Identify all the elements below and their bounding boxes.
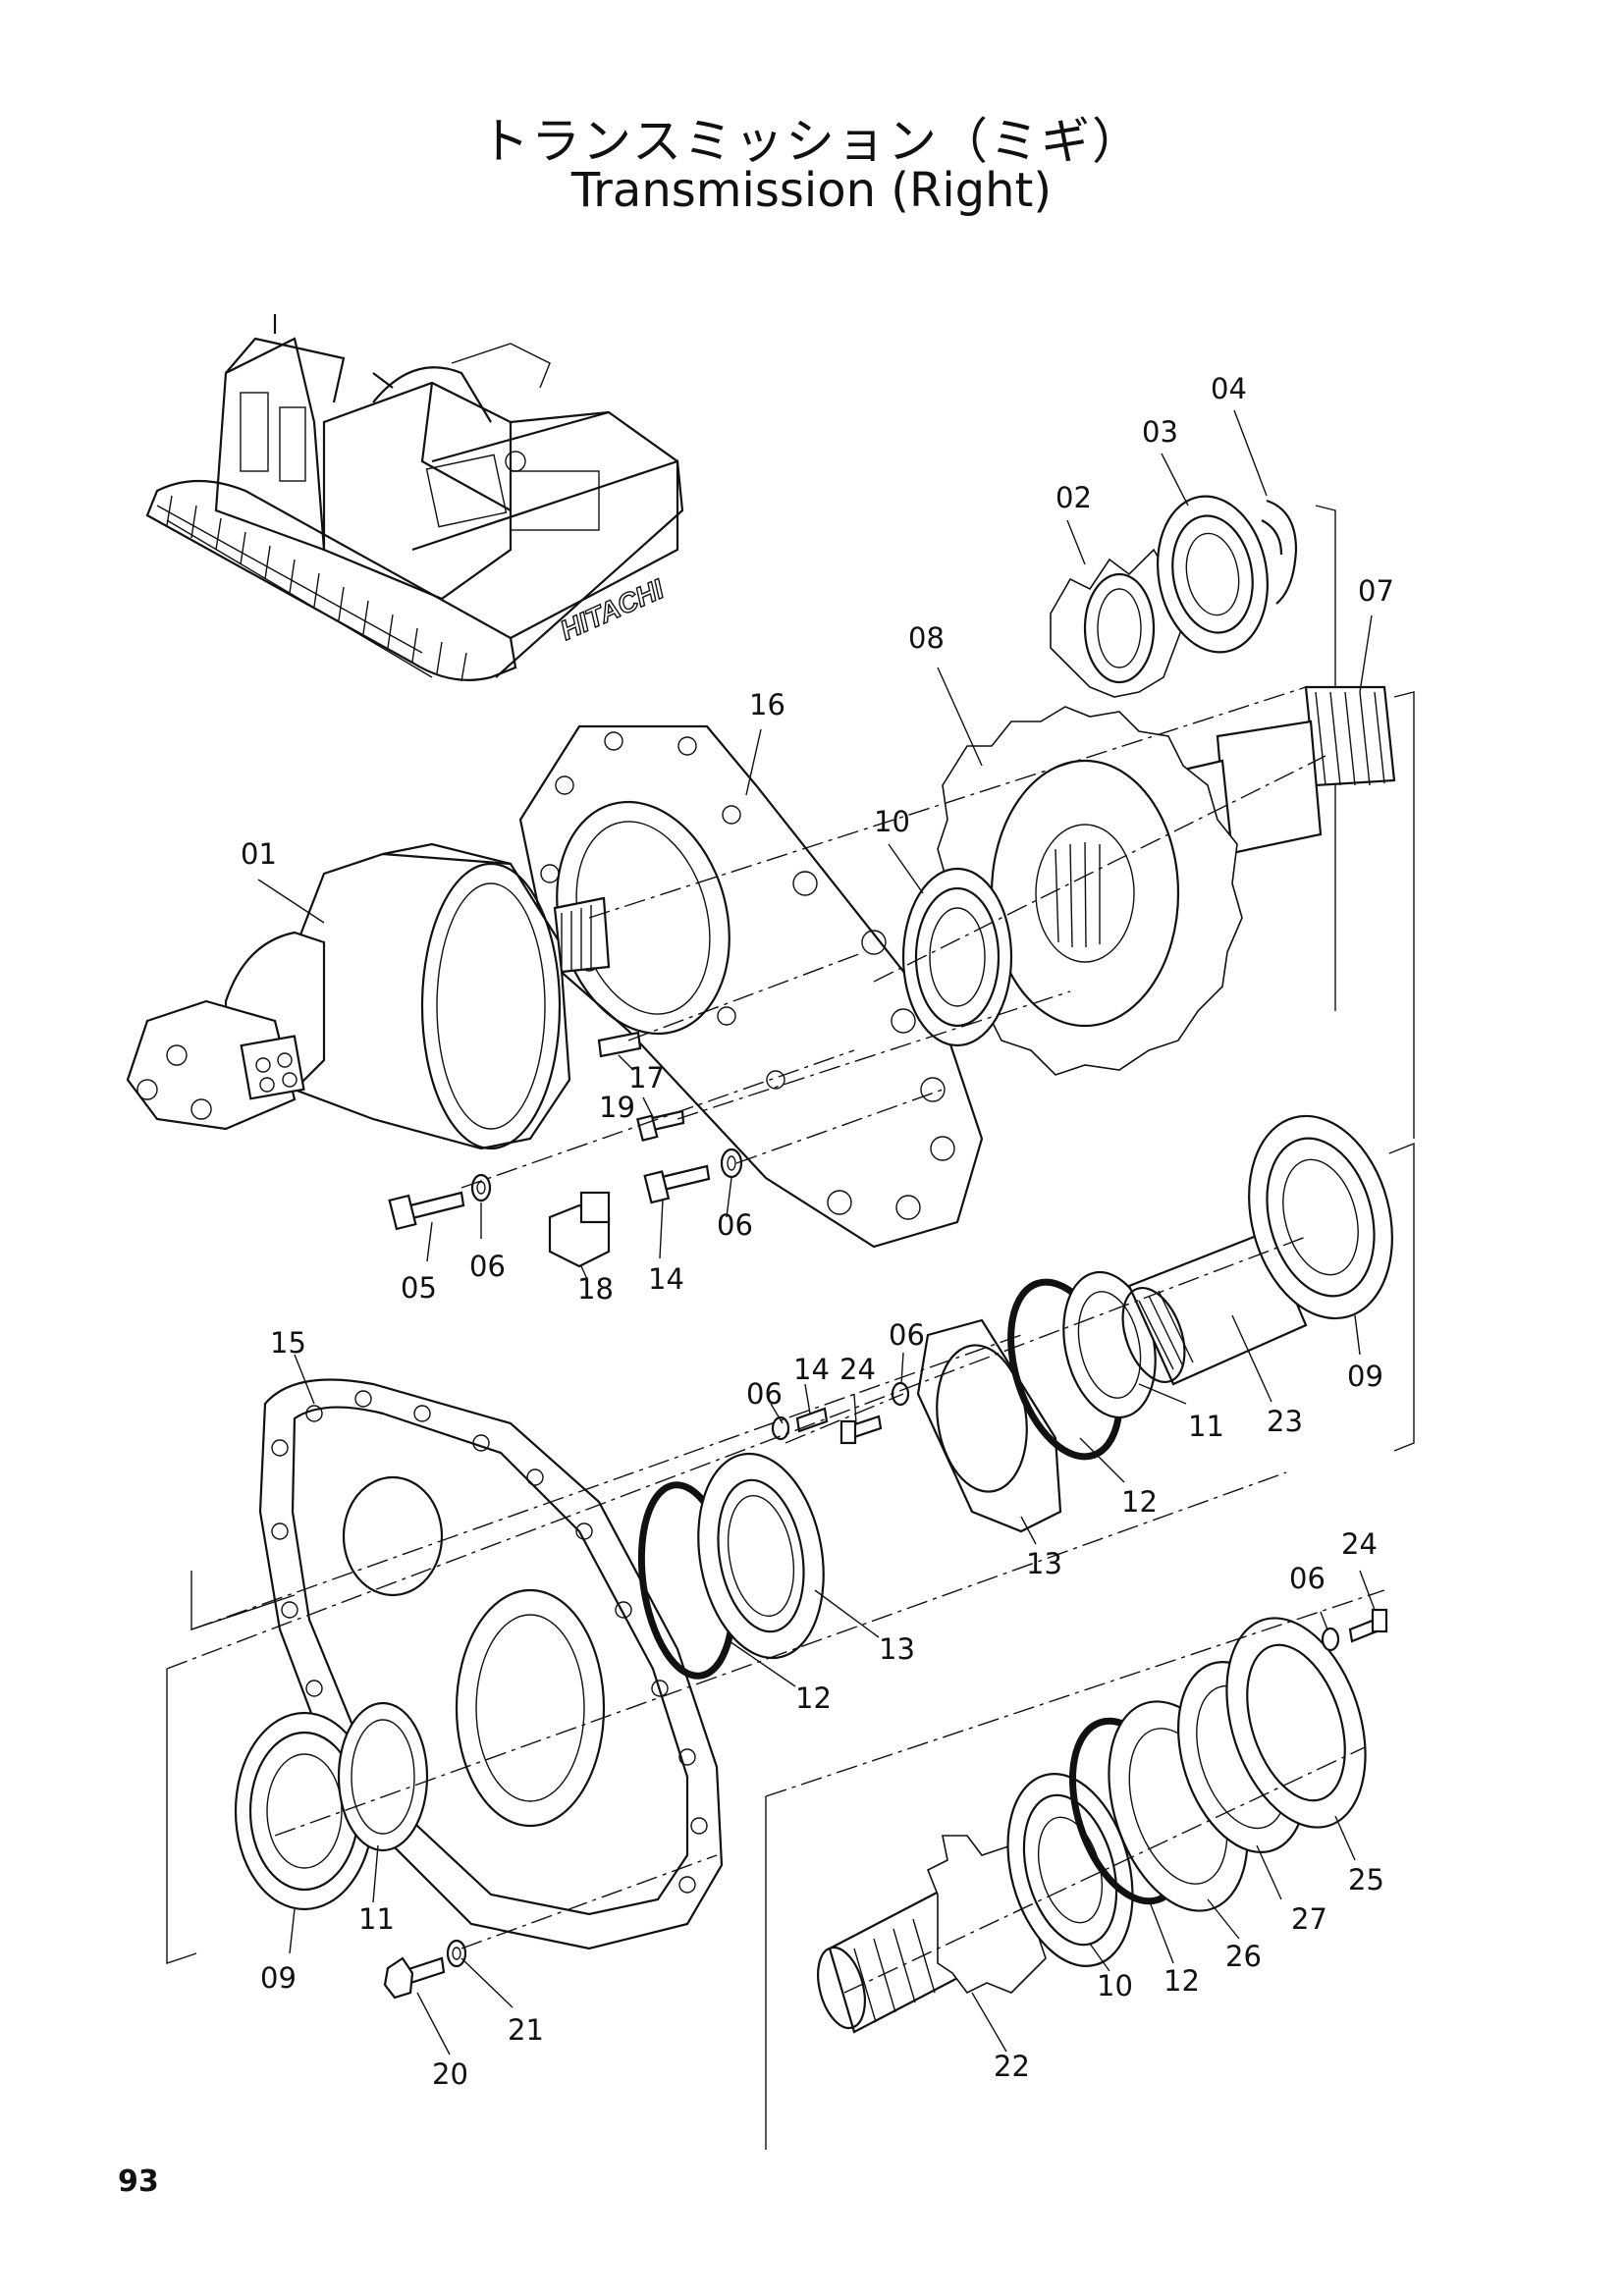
label-03: 03 — [1142, 415, 1178, 449]
label-06-a: 06 — [469, 1250, 506, 1283]
label-09-lower: 09 — [260, 1961, 297, 1995]
label-25: 25 — [1348, 1863, 1384, 1896]
center-lines — [166, 686, 1385, 1994]
excavator-illustration: HITACHI — [145, 314, 684, 682]
label-15: 15 — [270, 1326, 306, 1360]
upper-hardware — [388, 1031, 743, 1268]
parts-20-21-bolt-washer — [383, 1939, 467, 2000]
part-13-cover-upper — [916, 1318, 1062, 1533]
part-09-bearing-upper — [1248, 1114, 1393, 1320]
part-11-seal-lower — [337, 1701, 429, 1852]
part-02-gear — [1050, 548, 1194, 698]
part-04-snap-ring — [1261, 499, 1298, 605]
label-24-b: 24 — [1341, 1527, 1378, 1561]
part-23-sleeve — [1121, 1230, 1308, 1386]
label-11-upper: 11 — [1188, 1410, 1224, 1443]
label-06-e: 06 — [1289, 1562, 1325, 1595]
part-labels: 01 02 03 04 07 08 16 10 17 19 05 06 18 1… — [241, 372, 1394, 2091]
label-02: 02 — [1055, 481, 1092, 514]
assembly-frame-upper — [1315, 505, 1415, 1452]
label-27: 27 — [1291, 1902, 1327, 1936]
page-number: 93 — [118, 2164, 159, 2199]
label-06-b: 06 — [717, 1208, 753, 1242]
label-10-lower: 10 — [1097, 1969, 1133, 2002]
label-08: 08 — [908, 621, 945, 655]
lower-hardware — [1321, 1608, 1388, 1652]
page-title-english: Transmission (Right) — [570, 163, 1053, 218]
label-24-a: 24 — [839, 1353, 876, 1386]
label-12-lower: 12 — [1163, 1964, 1200, 1998]
label-19: 19 — [599, 1091, 635, 1124]
part-10-bearing-lower — [1006, 1773, 1134, 1967]
label-04: 04 — [1211, 372, 1247, 405]
part-10-bearing-upper — [901, 867, 1013, 1047]
part-13-cover-middle — [697, 1452, 825, 1660]
label-05: 05 — [401, 1271, 437, 1305]
middle-hardware — [771, 1381, 910, 1445]
label-17: 17 — [628, 1061, 665, 1095]
label-21: 21 — [508, 2013, 544, 2047]
part-25-cover — [1225, 1617, 1367, 1829]
label-12-middle: 12 — [795, 1682, 832, 1715]
label-06-d: 06 — [889, 1318, 925, 1352]
label-13-upper: 13 — [1026, 1547, 1062, 1580]
leader-lines — [257, 409, 1376, 2056]
label-09-upper: 09 — [1347, 1360, 1383, 1393]
label-26: 26 — [1225, 1940, 1262, 1973]
label-01: 01 — [241, 837, 277, 871]
part-16-plate — [518, 724, 984, 1249]
label-23: 23 — [1267, 1405, 1303, 1438]
label-10-upper: 10 — [874, 805, 910, 838]
label-14-a: 14 — [648, 1262, 684, 1296]
label-16: 16 — [749, 688, 785, 721]
label-14-b: 14 — [793, 1353, 830, 1386]
label-18: 18 — [577, 1272, 614, 1306]
part-03-bearing — [1156, 495, 1270, 654]
label-20: 20 — [432, 2057, 468, 2091]
label-22: 22 — [994, 2050, 1030, 2083]
label-06-c: 06 — [746, 1377, 783, 1411]
label-07: 07 — [1358, 574, 1394, 608]
label-13-middle: 13 — [879, 1632, 915, 1666]
part-01-motor — [126, 842, 611, 1150]
page-title-japanese: トランスミッション（ミギ） — [480, 113, 1143, 170]
label-11-lower: 11 — [358, 1902, 395, 1936]
label-12-upper: 12 — [1121, 1485, 1158, 1519]
